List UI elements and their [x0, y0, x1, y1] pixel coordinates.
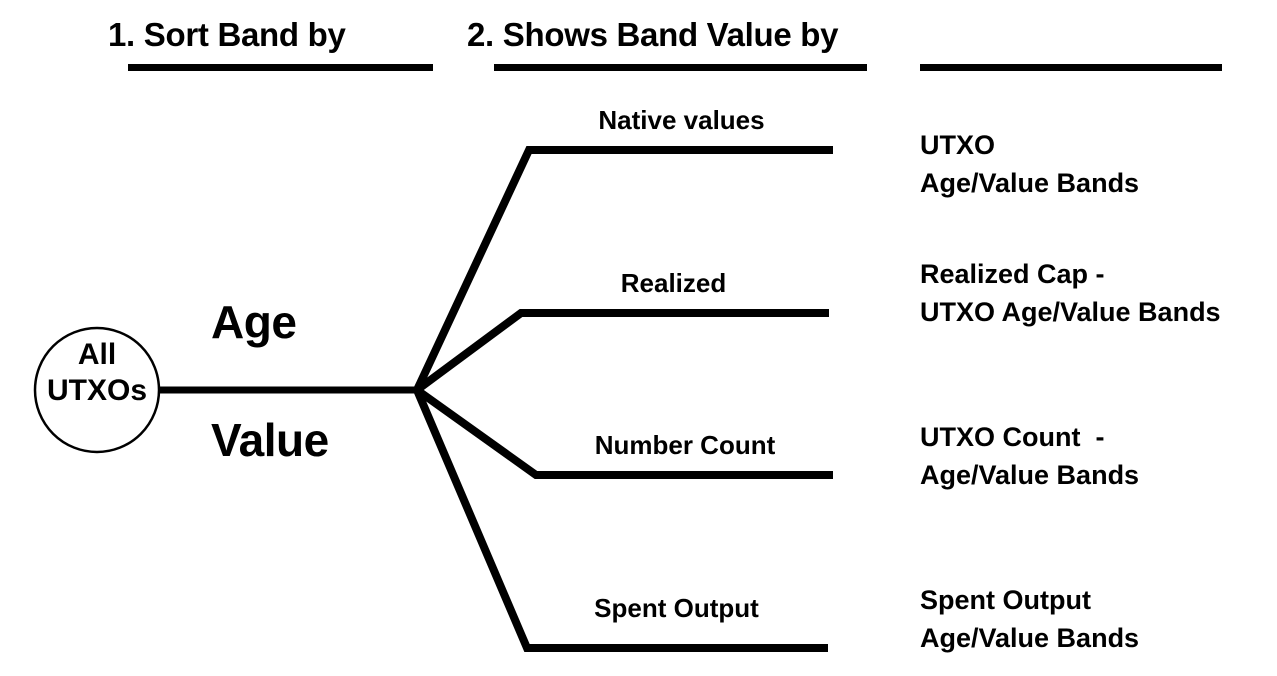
- output-label-utxo-count: UTXO Count - Age/Value Bands: [920, 422, 1140, 490]
- branch-line-spent-output: [413, 388, 828, 652]
- output-label-spent-output: Spent Output Age/Value Bands: [920, 585, 1140, 653]
- branch-label-spent-output: Spent Output: [594, 593, 759, 623]
- output-label-utxo-age-value-bands: UTXO Age/Value Bands: [920, 130, 1140, 198]
- output-label-realized-cap: Realized Cap - UTXO Age/Value Bands: [920, 259, 1221, 327]
- root-circle: [33, 326, 161, 454]
- column-header-sort-band-by: 1. Sort Band by: [108, 16, 346, 53]
- branch-line-realized: [414, 309, 829, 394]
- column-header-rule-2: [494, 64, 867, 71]
- root-node-label: All UTXOs: [46, 338, 148, 407]
- branch-label-native-values: Native values: [598, 105, 765, 135]
- column-header-rule-1: [128, 64, 433, 71]
- sort-by-label-value: Value: [211, 414, 329, 466]
- column-header-shows-band-value-by: 2. Shows Band Value by: [467, 16, 839, 53]
- branch-label-realized: Realized: [620, 268, 727, 298]
- column-header-rule-3: [920, 64, 1222, 71]
- branch-label-number-count: Number Count: [594, 430, 776, 460]
- branch-line-number-count: [414, 386, 833, 479]
- sort-by-label-age: Age: [211, 296, 297, 348]
- branch-line-native-values: [413, 146, 833, 392]
